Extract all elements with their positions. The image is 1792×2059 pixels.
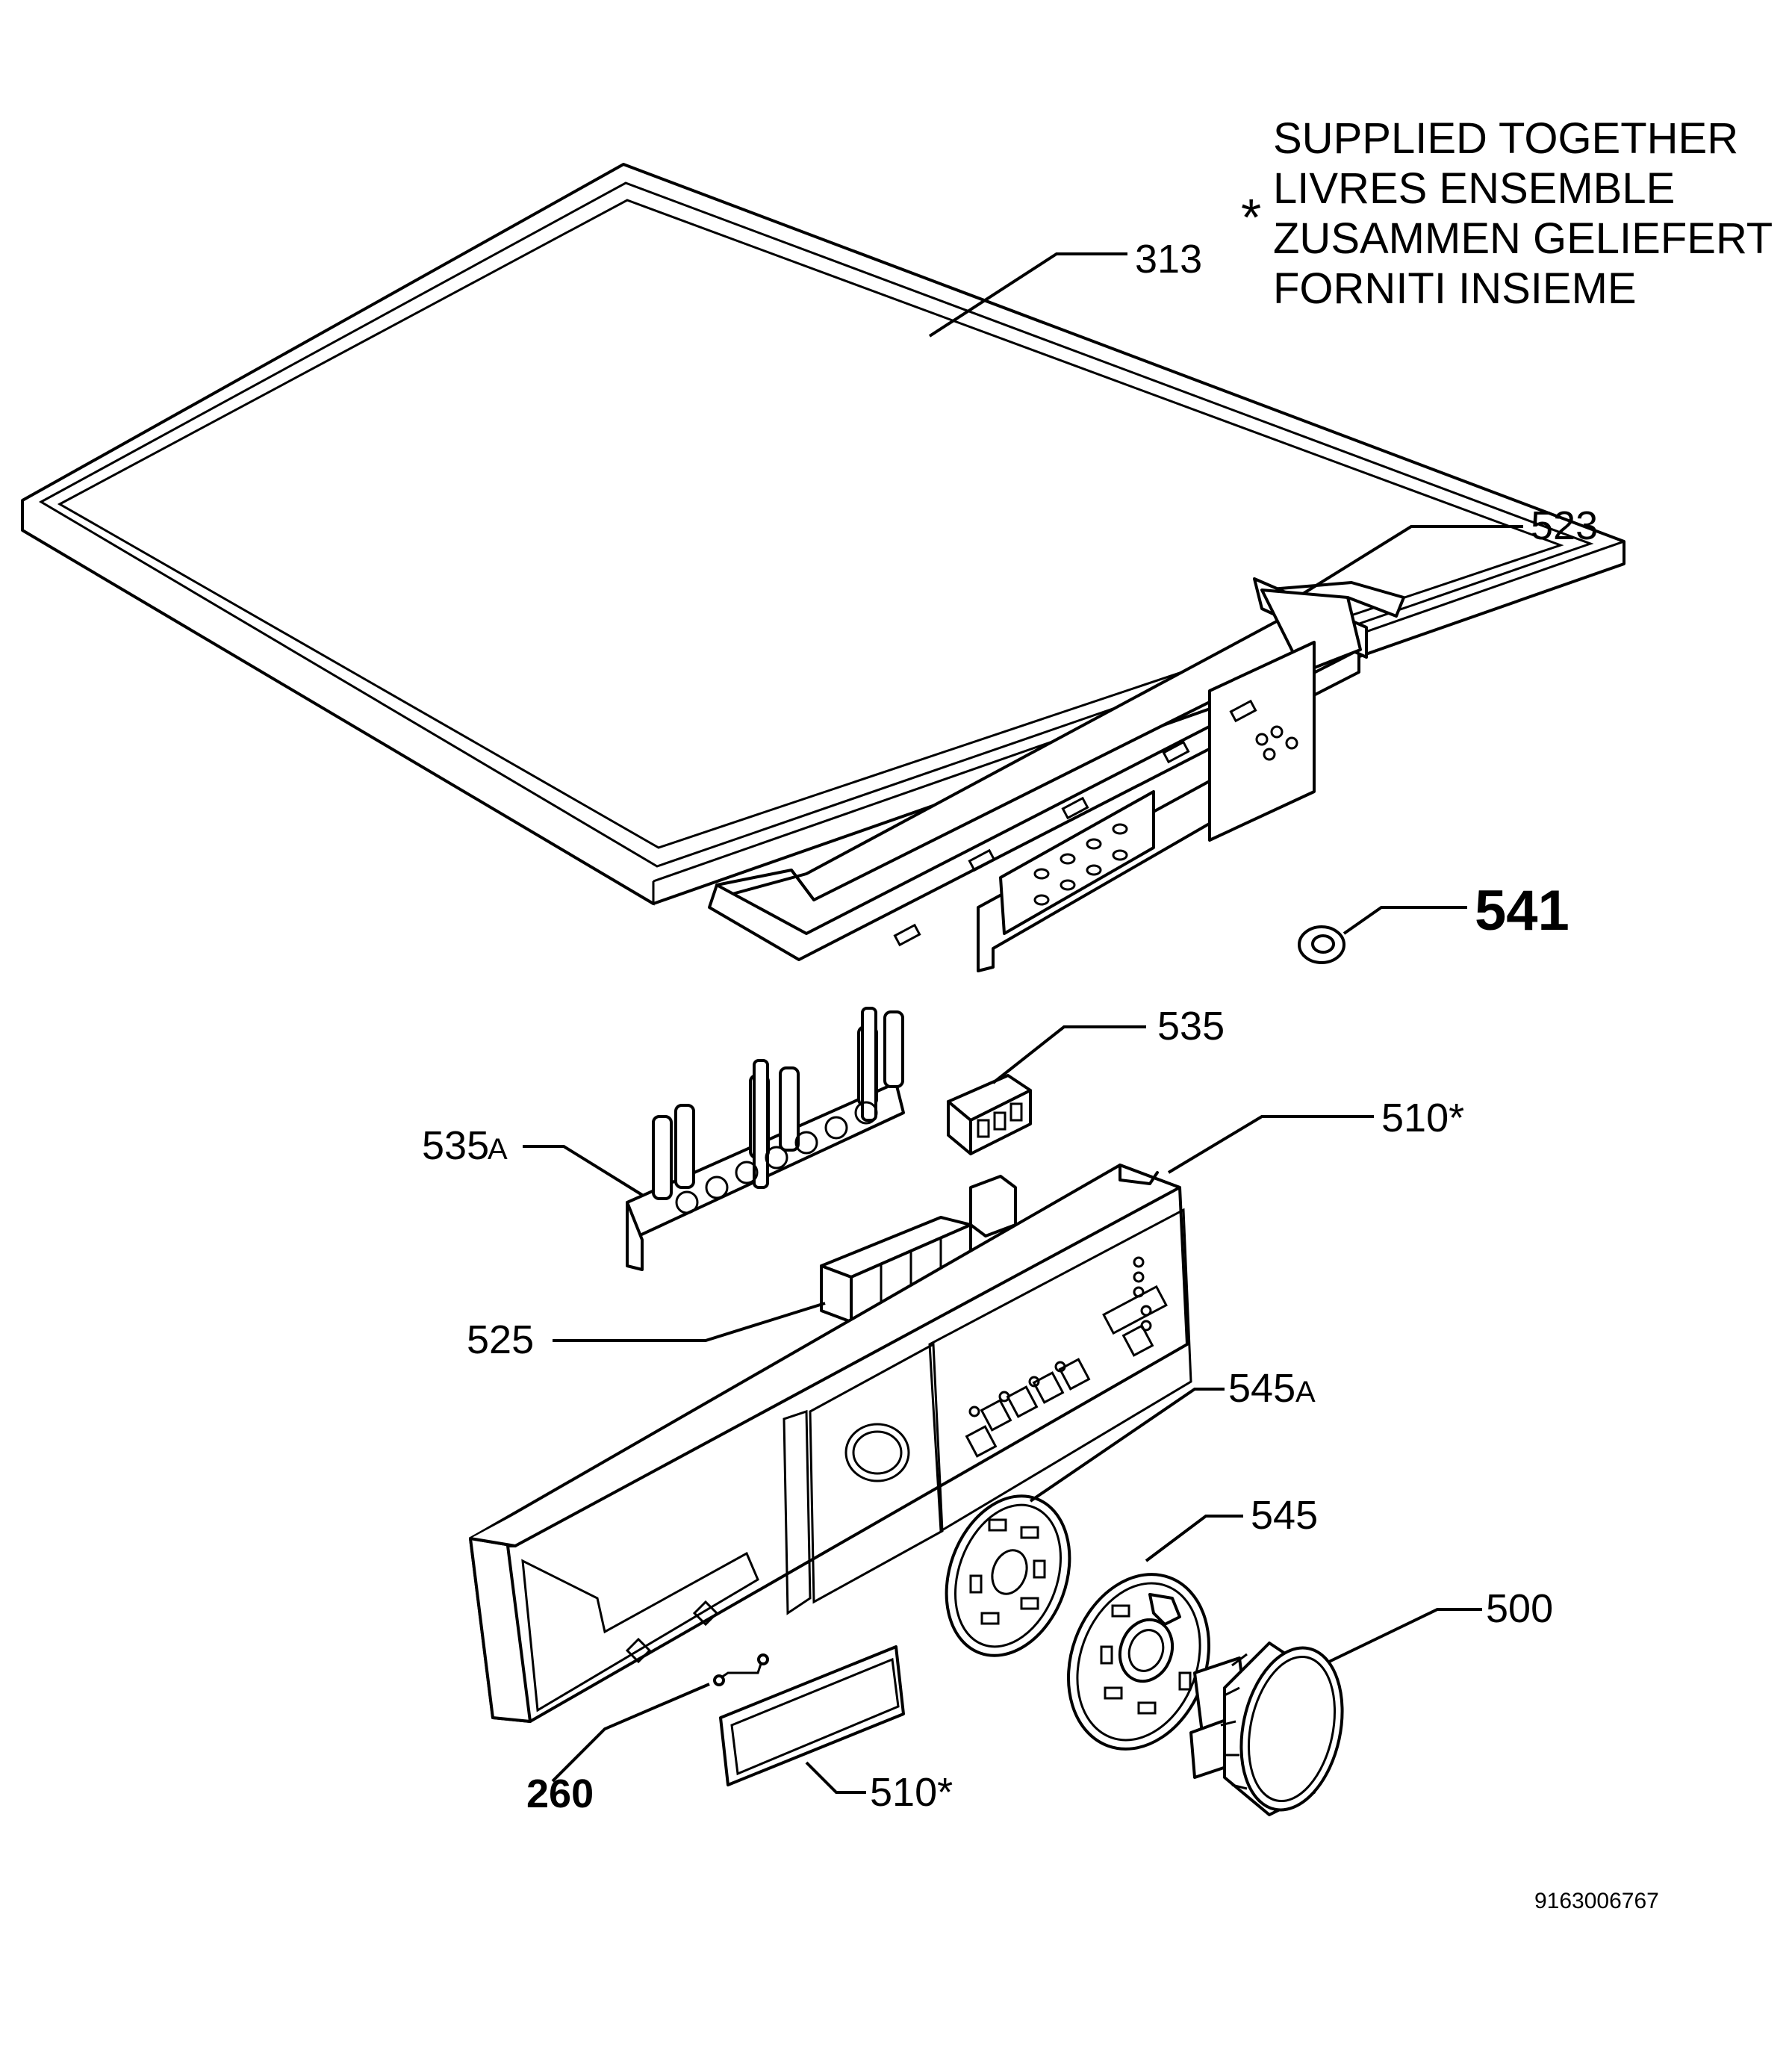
frame-clips <box>893 699 1257 947</box>
leader-500 <box>1328 1608 1482 1663</box>
part-541-grommet[interactable] <box>1298 925 1345 964</box>
leader-545a <box>1029 1388 1225 1503</box>
panel-leds <box>968 1256 1152 1417</box>
note-asterisk: * <box>1241 188 1261 246</box>
label-523: 523 <box>1531 503 1598 548</box>
rod-stack <box>652 1007 904 1200</box>
part-545-dial-disc[interactable] <box>1045 1554 1232 1768</box>
panel-buttons <box>965 1285 1168 1458</box>
part-260-spring[interactable] <box>713 1653 769 1686</box>
leader-541 <box>1343 906 1467 935</box>
label-541: 541 <box>1475 879 1569 942</box>
svg-text:A: A <box>488 1133 508 1166</box>
label-545a: 545 A <box>1228 1366 1316 1411</box>
disc-a-slots <box>969 1518 1046 1625</box>
disc-slots <box>1100 1604 1192 1715</box>
part-535-connector[interactable] <box>947 1074 1032 1155</box>
leader-535a <box>523 1145 644 1196</box>
label-500: 500 <box>1486 1586 1553 1631</box>
leader-523 <box>1301 525 1523 595</box>
part-535a-light-guides[interactable] <box>626 1007 905 1271</box>
label-535: 535 <box>1157 1004 1225 1049</box>
label-510-top: 510* <box>1381 1096 1464 1140</box>
leader-525 <box>553 1302 826 1342</box>
part-510-control-panel[interactable] <box>469 1164 1192 1723</box>
part-525-button-block[interactable] <box>820 1175 1017 1323</box>
rod-ends <box>675 1101 878 1214</box>
svg-text:535: 535 <box>422 1123 489 1168</box>
note-line-3: ZUSAMMEN GELIEFERT <box>1273 214 1773 263</box>
note-line-2: LIVRES ENSEMBLE <box>1273 164 1675 213</box>
frame-holes <box>1033 725 1298 906</box>
leader-260 <box>551 1683 710 1783</box>
label-545: 545 <box>1251 1493 1318 1538</box>
part-523-panel-frame[interactable] <box>708 577 1405 972</box>
leader-535 <box>992 1025 1146 1084</box>
svg-text:545: 545 <box>1228 1366 1295 1411</box>
leader-510-top <box>1167 1115 1374 1174</box>
part-545a-dial-disc[interactable] <box>925 1479 1091 1673</box>
label-260: 260 <box>526 1771 594 1816</box>
label-525: 525 <box>467 1317 534 1362</box>
note-line-1: SUPPLIED TOGETHER <box>1273 114 1738 163</box>
label-510-bottom: 510* <box>870 1770 953 1815</box>
part-500-knob[interactable] <box>1189 1639 1356 1819</box>
part-510-lens-strip[interactable] <box>719 1645 905 1786</box>
leader-510-bottom <box>805 1761 866 1794</box>
leader-545 <box>1145 1515 1243 1562</box>
label-535a: 535 A <box>422 1123 508 1168</box>
note-line-4: FORNITI INSIEME <box>1273 264 1637 313</box>
label-313: 313 <box>1135 237 1202 282</box>
svg-text:A: A <box>1295 1376 1316 1409</box>
supplied-together-note: * SUPPLIED TOGETHER LIVRES ENSEMBLE ZUSA… <box>1241 114 1773 313</box>
part-313-top-cover[interactable] <box>21 163 1625 906</box>
leader-lines <box>523 252 1523 1794</box>
leader-313 <box>928 252 1127 338</box>
document-number: 9163006767 <box>1534 1889 1659 1913</box>
